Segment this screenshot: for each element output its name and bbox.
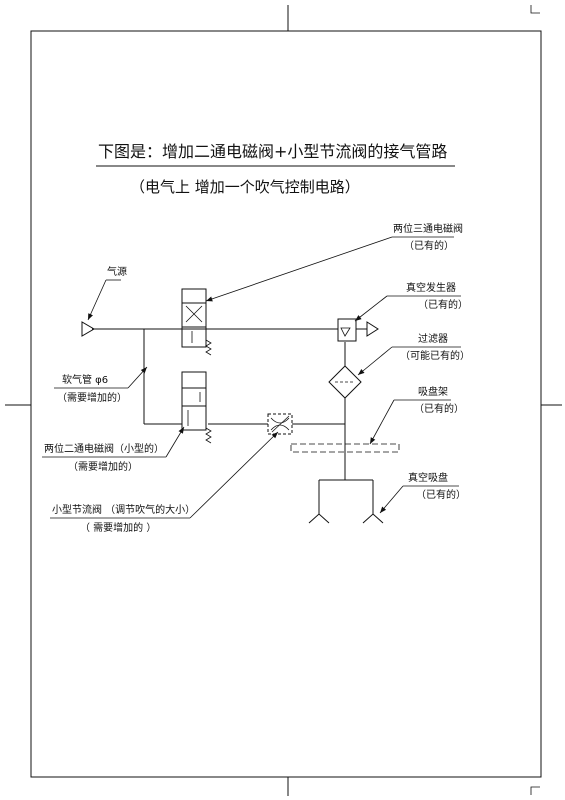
label-vacuum-cup: 真空吸盘: [408, 471, 448, 484]
page-subtitle: （电气上 增加一个吹气控制电路）: [130, 178, 360, 196]
page-title: 下图是：增加二通电磁阀+小型节流阀的接气管路: [98, 142, 447, 161]
label-two-way-valve-note: （需要增加的）: [68, 460, 138, 473]
label-throttle-valve: 小型节流阀 （调节吹气的大小）: [52, 503, 195, 516]
suction-frame-symbol: [290, 443, 400, 453]
label-air-source: 气源: [107, 265, 127, 278]
air-source-symbol: [81, 321, 95, 337]
pipe-lines: [92, 328, 374, 514]
label-two-way-valve: 两位二通电磁阀（小型的）: [44, 442, 164, 455]
label-hose-note: （需要增加的）: [57, 391, 127, 404]
label-vacuum-cup-note: （已有的）: [416, 488, 466, 501]
label-vacuum-generator: 真空发生器: [406, 281, 456, 294]
label-three-way-valve-note: （已有的）: [404, 239, 454, 252]
label-suction-frame: 吸盘架: [418, 385, 448, 398]
label-three-way-valve: 两位三通电磁阀: [393, 222, 463, 235]
two-way-solenoid-valve: [181, 371, 212, 444]
three-way-solenoid-valve: [181, 288, 212, 356]
throttle-valve-symbol: [267, 413, 293, 435]
label-filter: 过滤器: [418, 332, 448, 345]
label-suction-frame-note: （已有的）: [414, 402, 464, 415]
label-filter-note: （可能已有的）: [400, 349, 470, 362]
drawing-frame: [5, 5, 562, 796]
filter-symbol: [328, 365, 362, 399]
label-hose: 软气管 φ6: [62, 373, 108, 386]
vacuum-cup-symbols: [308, 513, 384, 524]
vacuum-generator-symbol: [337, 318, 379, 342]
leader-lines: [42, 236, 461, 519]
label-vacuum-generator-note: （已有的）: [418, 298, 468, 311]
label-throttle-valve-note: （ 需要增加的 ）: [80, 521, 156, 534]
